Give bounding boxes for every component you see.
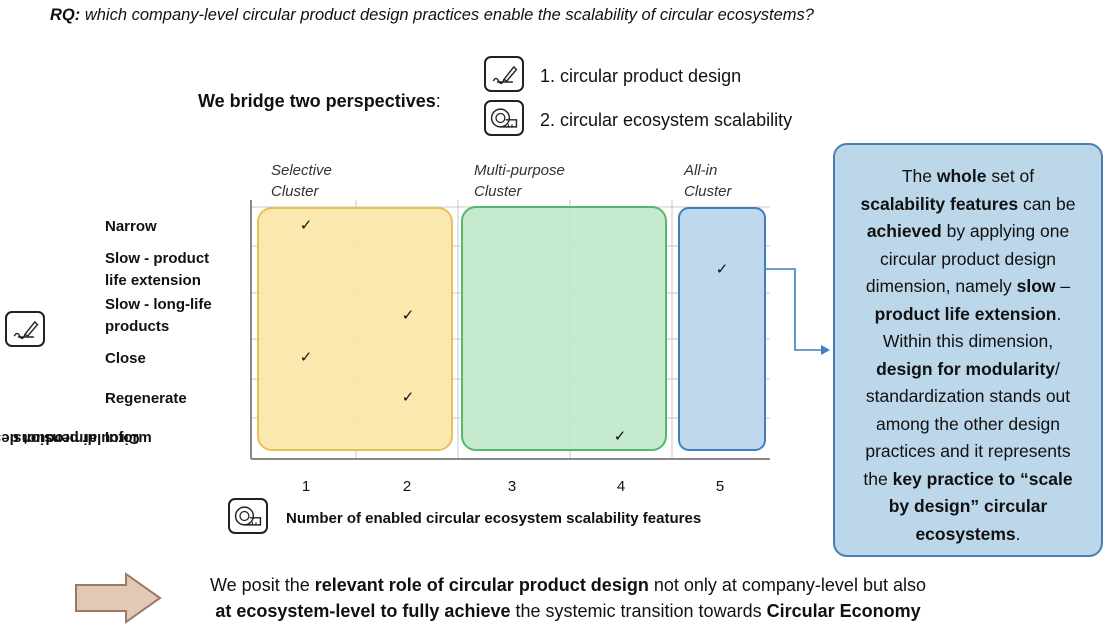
connector-arrowhead — [821, 345, 830, 355]
hand-drawing-icon — [5, 311, 45, 347]
multi-purpose-cluster-box — [461, 206, 667, 451]
x-axis-label: Number of enabled circular ecosystem sca… — [286, 510, 702, 527]
connector-line — [766, 268, 822, 351]
check-mark: ✓ — [401, 389, 415, 406]
x-tick-label: 5 — [715, 478, 725, 495]
all-in-cluster-box — [678, 207, 766, 451]
x-tick-label: 2 — [402, 478, 412, 495]
row-label-narrow: Narrow — [105, 218, 157, 235]
measuring-tape-icon — [228, 498, 268, 534]
measuring-tape-icon — [484, 100, 524, 136]
selective-cluster-box — [257, 207, 453, 451]
perspective-1-label: 1. circular product design — [540, 66, 742, 86]
bridge-title: We bridge two perspectives: — [198, 91, 441, 111]
row-label-inform: Inform — [105, 429, 152, 446]
hand-drawing-icon — [484, 56, 524, 92]
right-arrow-icon — [75, 572, 162, 624]
x-tick-label: 1 — [301, 478, 311, 495]
bottom-statement: We posit the relevant role of circular p… — [210, 575, 926, 621]
x-tick-label: 4 — [616, 478, 626, 495]
check-mark: ✓ — [299, 349, 313, 366]
row-label-close: Close — [105, 350, 146, 367]
check-mark: ✓ — [401, 307, 415, 324]
conclusion-callout: The whole set of scalability features ca… — [833, 143, 1103, 557]
check-mark: ✓ — [715, 261, 729, 278]
row-label-regenerate: Regenerate — [105, 390, 187, 407]
x-tick-label: 3 — [507, 478, 517, 495]
check-mark: ✓ — [299, 217, 313, 234]
research-question: RQ: which company-level circular product… — [50, 6, 814, 24]
perspective-2-label: 2. circular ecosystem scalability — [540, 110, 793, 130]
check-mark: ✓ — [613, 428, 627, 445]
